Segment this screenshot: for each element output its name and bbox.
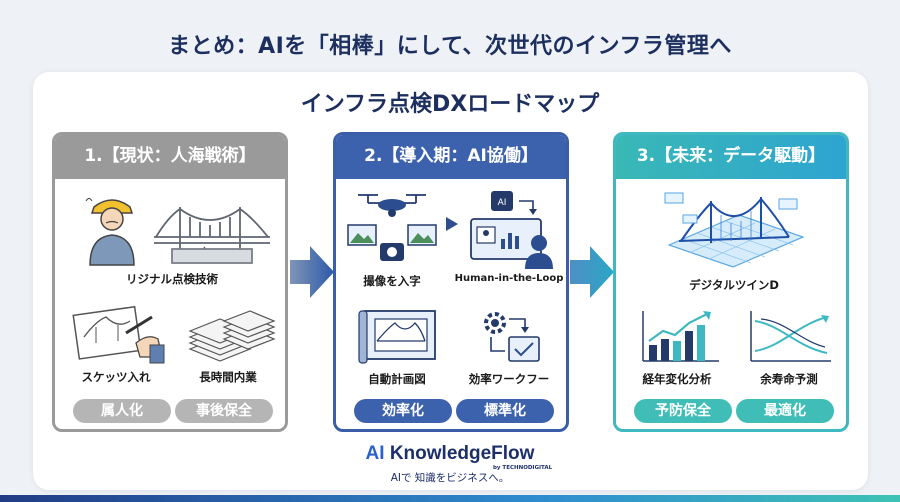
sketch-cell: スケッツ入れ bbox=[61, 303, 171, 385]
aging-analysis-cell: 経年変化分析 bbox=[622, 307, 732, 387]
pill-person-dependent: 属人化 bbox=[73, 399, 171, 423]
human-in-loop-label: Human-in-the-Loop bbox=[454, 273, 564, 284]
sketch-label: スケッツ入れ bbox=[81, 370, 151, 384]
brand-tagline: AIで 知識をビジネスへ。 bbox=[390, 472, 510, 484]
headline: まとめ：AIを「相棒」にして、次世代のインフラ管理へ bbox=[168, 34, 732, 59]
bar-growth-icon bbox=[642, 311, 719, 362]
crossing-lines-icon bbox=[750, 311, 831, 362]
arrow-right-icon bbox=[570, 246, 614, 298]
bottom-accent-bar bbox=[0, 495, 900, 502]
manual-inspection-cell: リジナル点検技術 bbox=[67, 187, 277, 287]
aging-analysis-label: 経年変化分析 bbox=[642, 372, 712, 386]
ai-human-icon: AI bbox=[470, 191, 553, 269]
remaining-life-cell: 余寿命予測 bbox=[734, 307, 844, 387]
auto-drawing-label: 自動計画図 bbox=[368, 372, 426, 386]
stage-current: 1.【現状：人海戦術】 bbox=[52, 132, 288, 432]
worker-icon bbox=[85, 198, 135, 266]
svg-text:AI: AI bbox=[498, 198, 507, 208]
roadmap-title: インフラ点検DXロードマップ bbox=[300, 92, 600, 117]
brand-by: by TECHNODIGITAL bbox=[493, 465, 553, 471]
remaining-life-label: 余寿命予測 bbox=[760, 372, 818, 386]
pill-standardization: 標準化 bbox=[456, 399, 554, 423]
stage-current-title: 1.【現状：人海戦術】 bbox=[55, 135, 285, 179]
stage-introduction: 2.【導入期：AI協働】 撮像を入字 AI bbox=[333, 132, 569, 432]
brand-logo: AI KnowledgeFlow by TECHNODIGITAL bbox=[0, 443, 900, 471]
brand-name: KnowledgeFlow bbox=[389, 443, 535, 464]
stage-introduction-title: 2.【導入期：AI協働】 bbox=[336, 135, 566, 179]
manual-inspection-label: リジナル点検技術 bbox=[126, 272, 218, 286]
brand-ai: AI bbox=[365, 443, 385, 464]
long-work-cell: 長時間内業 bbox=[173, 303, 283, 385]
workflow-gear-icon bbox=[484, 312, 540, 362]
blueprint-icon bbox=[358, 310, 436, 364]
triangle-pointer-icon bbox=[446, 217, 458, 231]
digital-twin-icon bbox=[664, 192, 805, 268]
drone-camera-icon bbox=[347, 194, 437, 261]
workflow-label: 効率ワークフー bbox=[468, 372, 550, 386]
pill-optimization: 最適化 bbox=[736, 399, 834, 423]
worker-bridge-icon bbox=[85, 198, 270, 266]
human-in-loop-cell: AI Human-in-the-Loop bbox=[448, 185, 566, 284]
paper-stack-icon bbox=[188, 310, 276, 362]
pill-efficiency: 効率化 bbox=[354, 399, 452, 423]
auto-drawing-cell: 自動計画図 bbox=[342, 307, 452, 387]
stage-future: 3.【未来：データ駆動】 デジタルツインD bbox=[613, 132, 849, 432]
long-work-label: 長時間内業 bbox=[199, 370, 257, 384]
drone-capture-cell: 撮像を入字 bbox=[342, 185, 442, 289]
pill-preventive-maintenance: 予防保全 bbox=[634, 399, 732, 423]
digital-twin-label: デジタルツインD bbox=[689, 278, 779, 292]
arrow-right-icon bbox=[290, 246, 334, 298]
pill-reactive-maintenance: 事後保全 bbox=[175, 399, 273, 423]
drone-capture-label: 撮像を入字 bbox=[363, 274, 421, 288]
stage-future-title: 3.【未来：データ駆動】 bbox=[616, 135, 846, 179]
bridge-crack-icon bbox=[154, 207, 270, 264]
digital-twin-cell: デジタルツインD bbox=[634, 185, 834, 293]
workflow-cell: 効率ワークフー bbox=[454, 307, 564, 387]
sketch-hand-icon bbox=[72, 305, 165, 364]
